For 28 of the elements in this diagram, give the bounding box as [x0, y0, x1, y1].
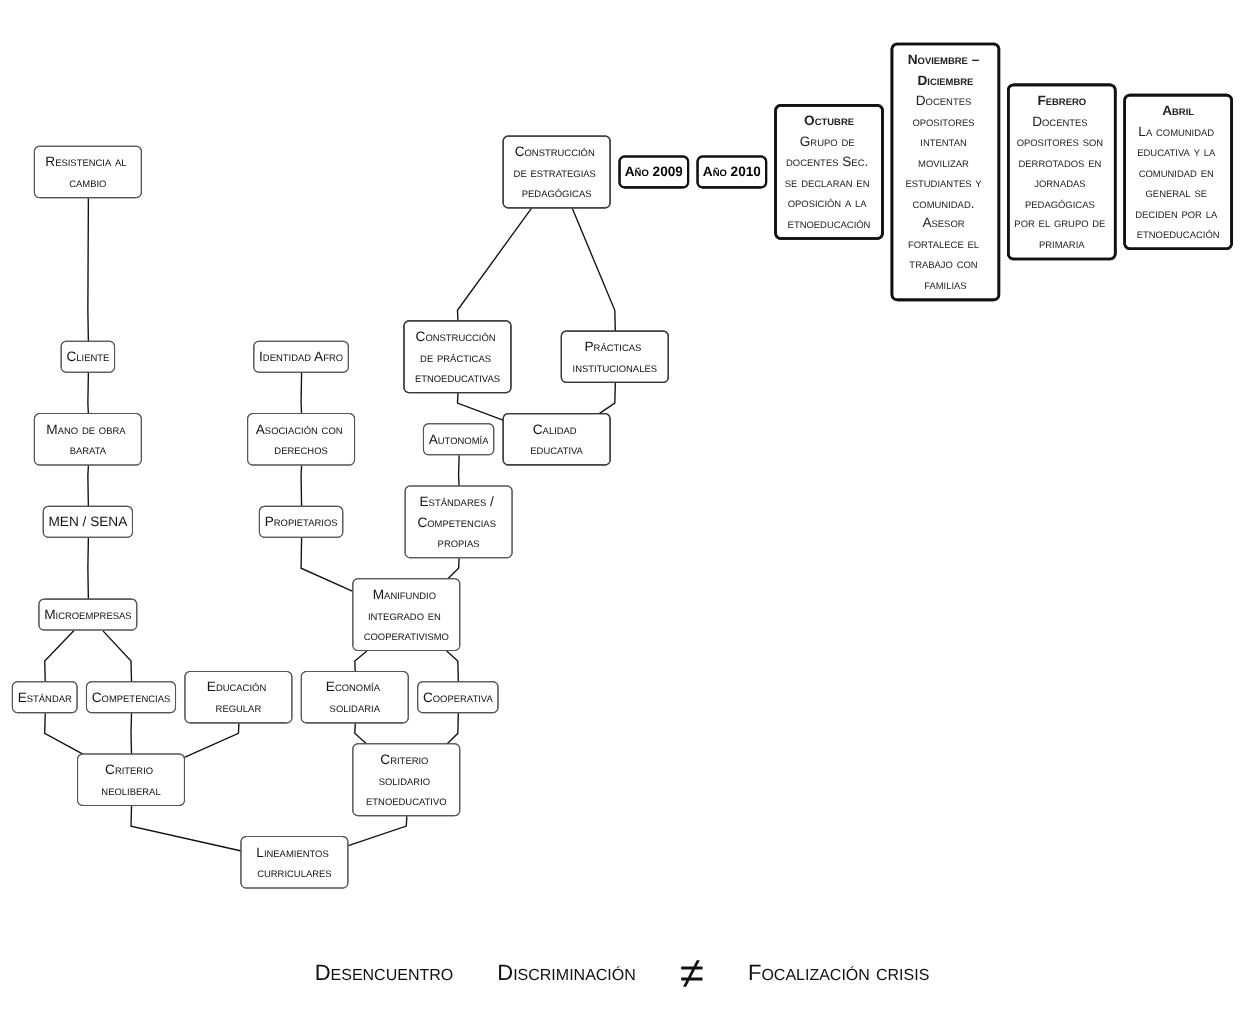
connector: [457, 454, 460, 488]
connector: [456, 207, 533, 322]
connector: [87, 197, 90, 343]
connector: [354, 722, 368, 745]
connector: [456, 392, 505, 421]
not-equal-sign: ≠: [679, 952, 704, 996]
connector: [446, 650, 460, 683]
connector: [354, 650, 368, 673]
connector: [87, 537, 90, 601]
connector: [446, 712, 460, 745]
connector: [597, 382, 616, 415]
connector: [44, 712, 85, 756]
connector: [183, 722, 240, 759]
connector: [300, 537, 355, 593]
connector: [87, 372, 90, 415]
connector: [446, 557, 460, 580]
connector: [130, 805, 243, 852]
connector: [102, 629, 133, 683]
connector: [347, 815, 408, 847]
connector: [300, 372, 303, 415]
annotation-label: Discriminación: [497, 962, 636, 986]
connector: [130, 712, 133, 756]
annotation-label: Desencuentro: [314, 962, 454, 986]
connector: [300, 464, 303, 508]
annotation-label: Focalización crisis: [747, 962, 930, 986]
connector: [571, 207, 616, 333]
connector: [44, 629, 75, 683]
connector: [87, 464, 90, 508]
